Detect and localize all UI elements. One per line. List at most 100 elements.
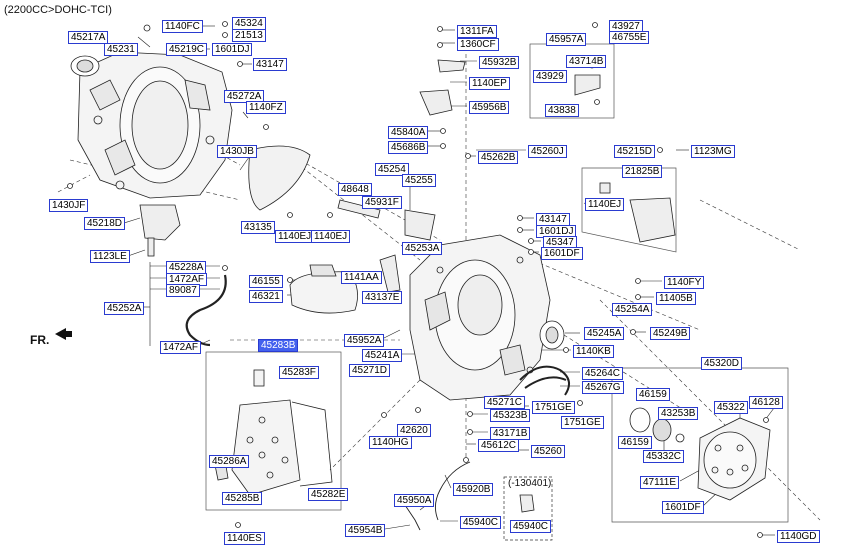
part-label-45840a[interactable]: 45840A <box>388 126 429 139</box>
part-label-43929[interactable]: 43929 <box>533 70 567 83</box>
part-label-45253a[interactable]: 45253A <box>402 242 443 255</box>
front-arrow-icon <box>55 328 72 340</box>
part-label-1601df[interactable]: 1601DF <box>662 501 704 514</box>
part-label-45940c[interactable]: 45940C <box>510 520 552 533</box>
part-label-43253b[interactable]: 43253B <box>658 407 699 420</box>
part-label-46159[interactable]: 46159 <box>618 436 652 449</box>
part-label-45320d[interactable]: 45320D <box>701 357 743 370</box>
case-oil-seal <box>539 320 565 350</box>
part-label-1360cf[interactable]: 1360CF <box>457 38 499 51</box>
part-label-45215d[interactable]: 45215D <box>614 145 656 158</box>
part-label-45957a[interactable]: 45957A <box>546 33 587 46</box>
part-label-1140gd[interactable]: 1140GD <box>777 530 820 543</box>
part-label-45322[interactable]: 45322 <box>714 401 748 414</box>
part-label-45241a[interactable]: 45241A <box>362 349 403 362</box>
part-label-45267g[interactable]: 45267G <box>582 381 624 394</box>
part-label-45254[interactable]: 45254 <box>375 163 409 176</box>
part-label-45254a[interactable]: 45254A <box>612 303 653 316</box>
mount-bracket-right <box>599 182 676 243</box>
part-label-45612c[interactable]: 45612C <box>478 439 520 452</box>
part-label-45282e[interactable]: 45282E <box>308 488 349 501</box>
part-label-1140fz[interactable]: 1140FZ <box>246 101 286 114</box>
part-label-1751ge[interactable]: 1751GE <box>561 416 604 429</box>
part-label-46128[interactable]: 46128 <box>749 396 783 409</box>
part-label-45264c[interactable]: 45264C <box>582 367 624 380</box>
part-label-43147[interactable]: 43147 <box>253 58 287 71</box>
part-label-1751ge[interactable]: 1751GE <box>532 401 575 414</box>
part-label-1430jb[interactable]: 1430JB <box>217 145 257 158</box>
part-label-89087[interactable]: 89087 <box>166 284 200 297</box>
part-label-45940c[interactable]: 45940C <box>460 516 502 529</box>
part-label-1140ej[interactable]: 1140EJ <box>275 230 315 243</box>
part-label-1472af[interactable]: 1472AF <box>160 341 202 354</box>
part-label-1311fa[interactable]: 1311FA <box>457 25 497 38</box>
part-label-45260[interactable]: 45260 <box>531 445 565 458</box>
part-label-45217a[interactable]: 45217A <box>68 31 109 44</box>
transmission-case <box>409 234 551 401</box>
group-boxes <box>503 476 553 541</box>
manual-lever <box>419 59 466 116</box>
part-label-21513[interactable]: 21513 <box>232 29 266 42</box>
rear-cover <box>697 417 771 501</box>
part-label-1430jf[interactable]: 1430JF <box>49 199 89 212</box>
part-label-45332c[interactable]: 45332C <box>643 450 685 463</box>
shift-links <box>337 199 436 293</box>
part-label-45952a[interactable]: 45952A <box>344 334 385 347</box>
part-label-45686b[interactable]: 45686B <box>388 141 429 154</box>
part-label-48648[interactable]: 48648 <box>338 183 372 196</box>
part-label-45260j[interactable]: 45260J <box>528 145 567 158</box>
part-label-1601dj[interactable]: 1601DJ <box>212 43 253 56</box>
part-label-1140fy[interactable]: 1140FY <box>664 276 705 289</box>
part-label-45950a[interactable]: 45950A <box>394 494 435 507</box>
part-label-45286a[interactable]: 45286A <box>209 455 250 468</box>
part-label-43838[interactable]: 43838 <box>545 104 579 117</box>
part-label-46321[interactable]: 46321 <box>249 290 283 303</box>
part-label-45262b[interactable]: 45262B <box>478 151 519 164</box>
part-label-45255[interactable]: 45255 <box>402 174 436 187</box>
part-label-1140es[interactable]: 1140ES <box>224 532 265 545</box>
part-label-43137e[interactable]: 43137E <box>362 291 403 304</box>
part-label-1140ej[interactable]: 1140EJ <box>311 230 351 243</box>
part-label-45219c[interactable]: 45219C <box>166 43 208 56</box>
part-label-45932b[interactable]: 45932B <box>479 56 520 69</box>
part-label-46159[interactable]: 46159 <box>636 388 670 401</box>
front-marker: FR. <box>30 333 50 347</box>
part-label-1141aa[interactable]: 1141AA <box>341 271 382 284</box>
part-label-45920b[interactable]: 45920B <box>453 483 494 496</box>
part-label-45283f[interactable]: 45283F <box>279 366 319 379</box>
part-label-21825b[interactable]: 21825B <box>622 165 663 178</box>
variant-sensor <box>519 494 535 513</box>
part-label-45931f[interactable]: 45931F <box>362 196 402 209</box>
part-label-45323b[interactable]: 45323B <box>490 409 531 422</box>
part-label-47111e[interactable]: 47111E <box>640 476 679 489</box>
part-label-1601df[interactable]: 1601DF <box>541 247 583 260</box>
part-label-1123mg[interactable]: 1123MG <box>691 145 735 158</box>
part-label-1123le[interactable]: 1123LE <box>90 250 130 263</box>
part-label-45249b[interactable]: 45249B <box>650 327 691 340</box>
part-label-42620[interactable]: 42620 <box>397 424 431 437</box>
cooler-pipes <box>519 365 570 396</box>
part-label-46755e[interactable]: 46755E <box>609 31 650 44</box>
part-label-45285b[interactable]: 45285B <box>222 492 263 505</box>
part-label-45231[interactable]: 45231 <box>104 43 138 56</box>
part-label-45245a[interactable]: 45245A <box>584 327 625 340</box>
part-label-11405b[interactable]: 11405B <box>656 292 696 305</box>
part-label-45218d[interactable]: 45218D <box>84 217 126 230</box>
part-label-1140kb[interactable]: 1140KB <box>573 345 614 358</box>
part-label-45252a[interactable]: 45252A <box>104 302 145 315</box>
part-label-45271d[interactable]: 45271D <box>349 364 391 377</box>
part-label-45954b[interactable]: 45954B <box>345 524 386 537</box>
part-label-45272a[interactable]: 45272A <box>224 90 265 103</box>
part-label-1140hg[interactable]: 1140HG <box>369 436 412 449</box>
part-label-1140ej[interactable]: 1140EJ <box>585 198 625 211</box>
part-label-45283b[interactable]: 45283B <box>258 339 299 352</box>
part-label-43714b[interactable]: 43714B <box>566 55 607 68</box>
rear-seals <box>629 407 685 443</box>
heat-shield <box>248 145 311 211</box>
part-label-1140ep[interactable]: 1140EP <box>469 77 510 90</box>
part-label-46155[interactable]: 46155 <box>249 275 283 288</box>
part-label-43135[interactable]: 43135 <box>241 221 275 234</box>
part-label-1140fc[interactable]: 1140FC <box>162 20 203 33</box>
part-label-45956b[interactable]: 45956B <box>469 101 510 114</box>
part-label-45271c[interactable]: 45271C <box>484 396 526 409</box>
